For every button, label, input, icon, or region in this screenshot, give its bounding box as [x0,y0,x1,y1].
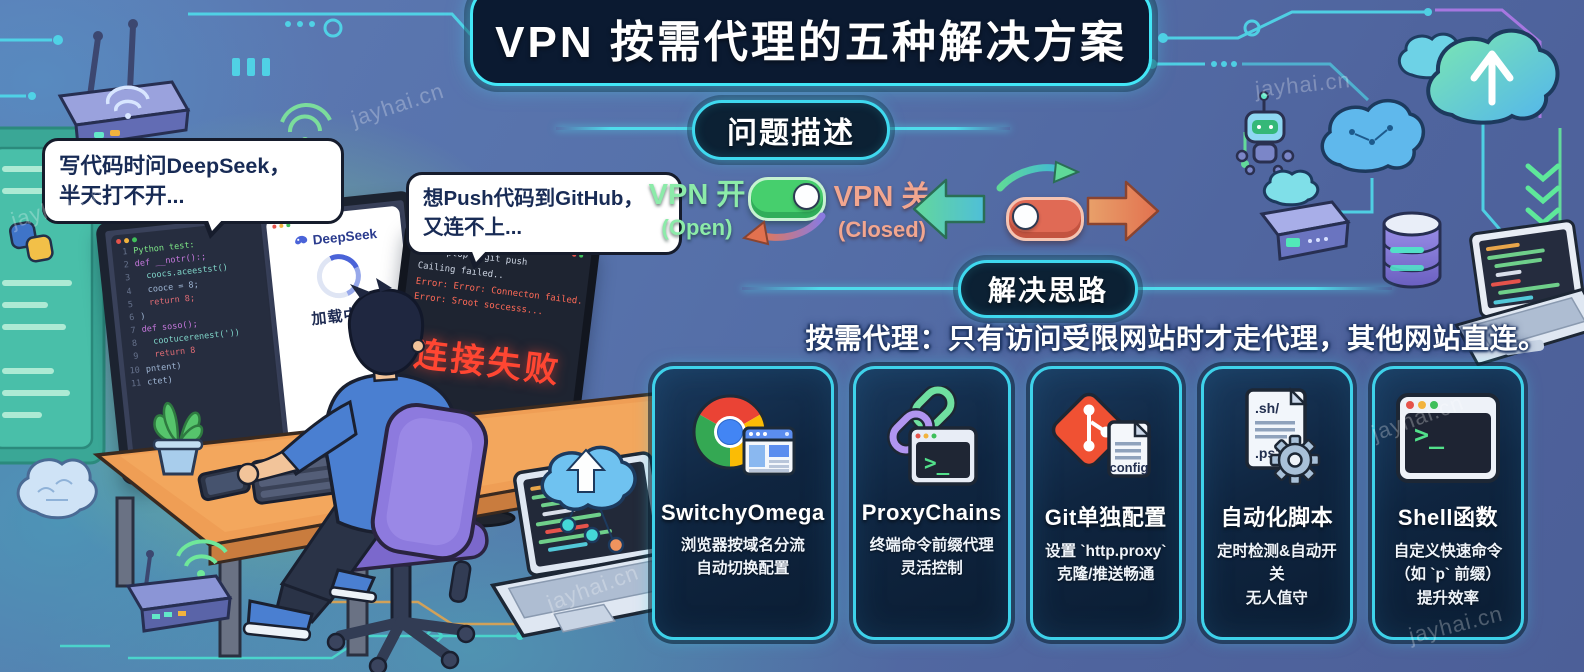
svg-text:>_: >_ [924,451,950,475]
vpn-toggle-on [748,177,826,221]
cloud-upload-center [540,445,637,554]
bubble-text: 半天打不开... [59,184,185,209]
bubble-text: 又连不上... [423,215,523,239]
plant [152,402,204,476]
swoosh-arrow-left-icon [742,212,826,246]
speech-bubble-github: 想Push代码到GitHub， 又连不上... [406,172,682,271]
deepseek-panel: DeepSeek 加载中... [265,205,424,455]
cloud-mid-right [1320,99,1425,173]
card-description: 定时检测&自动开关 无人值守 [1217,543,1337,607]
solution-card-shell: >_ Shell函数 自定义快速命令 （如 `p` 前缀） 提升效率 [1371,366,1524,640]
chain-terminal-icon: >_ [880,381,984,495]
solution-description: 按需代理：只有访问受限网站时才走代理，其他网站直连。 [805,323,1547,354]
arrow-right-icon [1086,180,1160,242]
title-banner: VPN 按需代理的五种解决方案 [470,0,1152,86]
solution-card-git: config Git单独配置 设置 `http.proxy` 克隆/推送畅通 [1029,366,1182,640]
chrome-browser-icon [688,381,798,495]
python-icon [9,221,54,263]
page-title: VPN 按需代理的五种解决方案 [495,18,1127,67]
router-bottom-left [125,539,233,633]
svg-text:>_: >_ [1414,420,1445,449]
toggle-knob [1012,203,1039,230]
card-description: 浏览器按域名分流 自动切换配置 [680,537,805,578]
vpn-on-label: VPN 开 (Open) [648,179,746,241]
svg-text:.sh/: .sh/ [1255,400,1279,416]
solution-cards: SwitchyOmega 浏览器按域名分流 自动切换配置 >_ [652,366,1524,640]
solution-badge: 解决思路 [958,260,1138,318]
database-icon [1382,211,1442,289]
office-chair-back [370,403,489,603]
card-title: ProxyChains [861,500,1002,525]
card-title: 自动化脚本 [1220,505,1334,530]
cloud-upload-top-right [1397,28,1560,125]
swoosh-arrow-right-icon [996,160,1080,192]
bubble-text: 写代码时问DeepSeek， [59,154,291,178]
vpn-toggle-off [1006,197,1084,241]
card-title: Git单独配置 [1044,505,1167,530]
laptop-right [1454,219,1584,367]
card-description: 自定义快速命令 （如 `p` 前缀） 提升效率 [1393,543,1503,607]
shell-terminal-icon: >_ [1392,381,1504,495]
solution-card-switchyomega: SwitchyOmega 浏览器按域名分流 自动切换配置 [652,366,834,640]
card-description: 设置 `http.proxy` 克隆/推送畅通 [1045,543,1167,584]
card-title: Shell函数 [1397,505,1498,530]
card-description: 终端命令前缀代理 灵活控制 [869,537,994,578]
svg-text:config: config [1109,460,1148,475]
git-config-icon: config [1051,381,1161,495]
upload-arrow-icon [565,448,607,493]
cloud-bottom-left [16,458,98,520]
problem-badge: 问题描述 [692,100,890,160]
vpn-off-label: VPN 关 (Closed) [833,181,931,243]
bubble-text: 想Push代码到GitHub， [423,187,644,210]
monitor-code-editor: 1 2 3 4 5 6 7 8 9 10 11 Python test: def… [95,190,439,486]
speech-bubble-deepseek: 写代码时问DeepSeek， 半天打不开... [42,138,344,240]
script-gear-icon: .sh/ .ps1 [1225,381,1329,495]
arrow-left-icon [912,178,986,240]
card-title: SwitchyOmega [661,500,825,525]
solution-card-proxychains: >_ ProxyChains 终端命令前缀代理 灵活控制 [852,366,1011,640]
solution-card-scripts: .sh/ .ps1 [1200,366,1353,640]
deepseek-logo-icon [294,235,307,245]
toggle-knob [793,183,820,210]
upload-arrow-icon [1470,50,1514,106]
router-right [1259,169,1351,261]
office-chair-base [326,563,476,672]
